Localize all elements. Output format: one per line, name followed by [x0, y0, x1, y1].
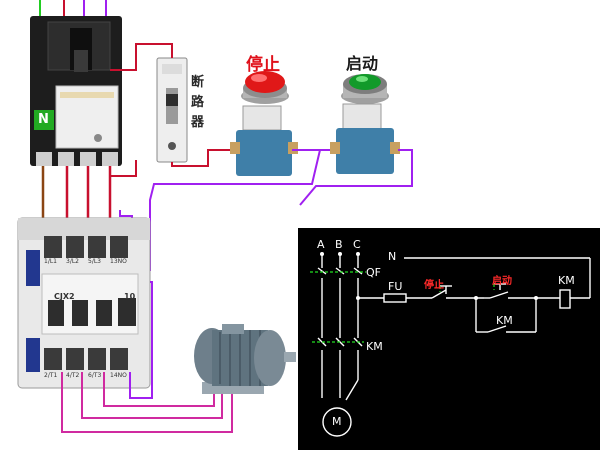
breaker-label-1: 断: [191, 75, 205, 90]
schematic-phase-a: A: [317, 238, 325, 251]
breaker-label-3: 器: [191, 115, 205, 130]
schematic-motor: M: [332, 415, 342, 428]
terminal-bottom-4: 14NO: [110, 372, 127, 379]
stop-label: 停止: [246, 55, 280, 75]
schematic-km-main: KM: [366, 340, 383, 353]
control-breaker: [156, 57, 188, 163]
terminal-bottom-3: 6/T3: [88, 372, 102, 379]
schematic-km-coil: KM: [558, 274, 575, 287]
terminal-top-1: 1/L1: [44, 258, 57, 265]
motor-wires: [61, 281, 233, 433]
start-label: 启动: [346, 54, 379, 73]
schematic-start: 启动: [492, 276, 512, 287]
control-wires-red: [110, 43, 232, 177]
terminal-bottom-1: 2/T1: [44, 372, 58, 379]
motor: [194, 324, 296, 394]
terminal-top-4: 13NO: [110, 258, 127, 265]
main-circuit-breaker: [30, 16, 122, 166]
schematic-phase-b: B: [335, 238, 343, 251]
neutral-label: N: [38, 112, 49, 127]
schematic-fu: FU: [388, 280, 403, 293]
schematic-phase-c: C: [353, 238, 361, 251]
schematic-km-aux: KM: [496, 314, 513, 327]
terminal-bottom-2: 4/T2: [66, 372, 80, 379]
terminal-top-3: 5/L3: [88, 258, 101, 265]
stop-button: [230, 71, 298, 176]
schematic-neutral: N: [388, 250, 397, 263]
terminal-top-2: 3/L2: [66, 258, 79, 265]
schematic-panel: [298, 228, 600, 450]
schematic-qf: QF: [366, 266, 381, 279]
breaker-label-2: 路: [191, 95, 205, 110]
contactor-rating-label: 10: [124, 292, 136, 301]
ac-contactor: [17, 217, 151, 389]
contactor-model-label: CJX2: [54, 292, 75, 301]
schematic-stop: 停止: [424, 280, 444, 291]
start-button: [330, 74, 400, 174]
